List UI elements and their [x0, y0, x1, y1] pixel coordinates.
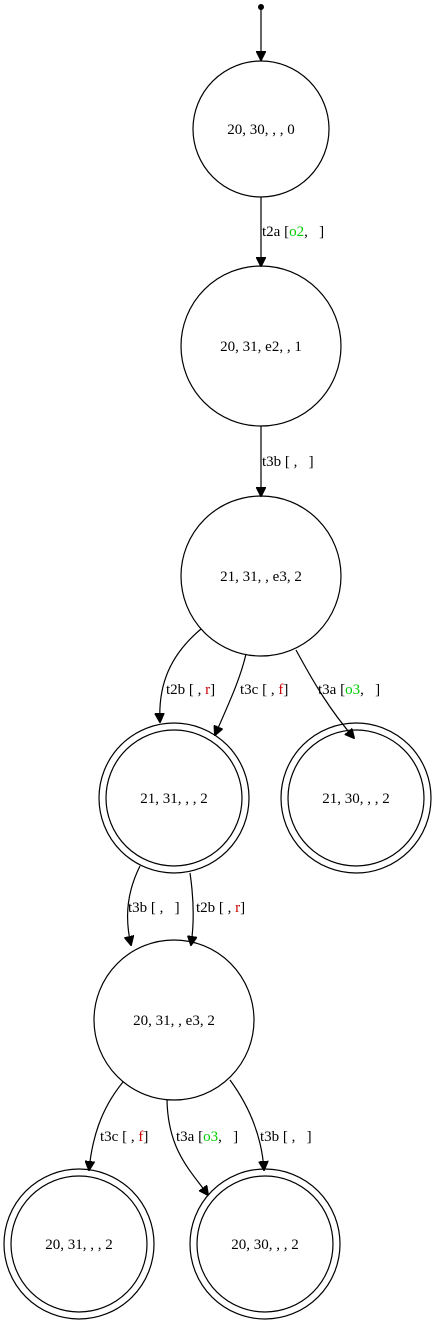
state-node-n4: 21, 30, , , 2	[280, 722, 432, 874]
transition-n0-n1: t2a [o2, ]	[261, 197, 324, 266]
state-label: 20, 31, e2, , 1	[220, 339, 302, 355]
transition-label-part: ]	[283, 682, 288, 698]
start-dot	[258, 4, 264, 10]
transition-label-part: f	[278, 682, 283, 698]
edges-layer: t2a [o2, ]t3b [ , ]t2b [ , r]t3c [ , f]t…	[89, 197, 380, 1195]
state-label: 20, 31, , , 2	[45, 1237, 113, 1253]
transition-label: t3c [ , f]	[240, 682, 288, 698]
state-label: 21, 30, , , 2	[322, 791, 390, 807]
transition-label: t3a [o3, ]	[176, 1129, 238, 1145]
transition-n5-n6: t3c [ , f]	[89, 1081, 148, 1170]
transition-n2-n3: t2b [ , r]	[160, 628, 215, 722]
transition-arrow	[166, 1099, 208, 1195]
transition-label: t2b [ , r]	[166, 682, 215, 698]
state-node-n0: 20, 30, , , 0	[192, 60, 330, 198]
state-node-n5: 20, 31, , e3, 2	[93, 939, 255, 1101]
transition-label-part: t2b [ ,	[196, 900, 235, 916]
transition-n5-n7: t3b [ , ]	[229, 1079, 312, 1170]
transition-label-part: o2	[289, 224, 304, 240]
accepting-inner-circle	[196, 1175, 334, 1313]
transition-n2-n4: t3a [o3, ]	[295, 649, 380, 738]
transition-arrow	[295, 649, 354, 738]
start-layer	[258, 4, 264, 60]
accepting-inner-circle	[10, 1175, 148, 1313]
transition-n5-n7: t3a [o3, ]	[166, 1099, 238, 1195]
state-label: 21, 31, , , 2	[140, 791, 208, 807]
transition-label-part: t3a [	[318, 682, 345, 698]
transition-label-part: t2b [ ,	[166, 682, 205, 698]
state-node-n7: 20, 30, , , 2	[189, 1168, 341, 1320]
transition-label-part: t3b [ , ]	[128, 900, 180, 916]
transition-label-part: t3c [ ,	[100, 1129, 138, 1145]
transition-arrow	[229, 1079, 264, 1170]
state-circle	[280, 722, 432, 874]
transition-n3-n5: t2b [ , r]	[190, 872, 245, 945]
state-circle	[189, 1168, 341, 1320]
state-label: 21, 31, , e3, 2	[220, 569, 302, 585]
transition-label-part: , ]	[304, 224, 324, 240]
transition-label-part: ]	[210, 682, 215, 698]
transition-n1-n2: t3b [ , ]	[261, 426, 314, 496]
state-node-n2: 21, 31, , e3, 2	[180, 495, 342, 657]
transition-label-part: o3	[345, 682, 360, 698]
transition-label-part: ]	[143, 1129, 148, 1145]
state-label: 20, 31, , e3, 2	[133, 1013, 215, 1029]
state-node-n6: 20, 31, , , 2	[3, 1168, 155, 1320]
transition-arrow	[128, 865, 141, 945]
transition-arrow	[160, 628, 202, 722]
state-label: 20, 30, , , 2	[231, 1237, 299, 1253]
transition-label-part: r	[235, 900, 240, 916]
transition-label: t3b [ , ]	[260, 1129, 312, 1145]
transition-label-part: o3	[203, 1129, 218, 1145]
state-circle	[93, 939, 255, 1101]
transition-label: t2a [o2, ]	[262, 224, 324, 240]
state-circle	[180, 265, 342, 427]
transition-n3-n5: t3b [ , ]	[128, 865, 180, 945]
transition-label-part: r	[205, 682, 210, 698]
transition-label: t3b [ , ]	[128, 900, 180, 916]
accepting-inner-circle	[287, 729, 425, 867]
transition-label: t3b [ , ]	[262, 454, 314, 470]
transition-arrow	[190, 872, 193, 945]
accepting-inner-circle	[105, 729, 243, 867]
transition-arrow	[215, 653, 247, 735]
transition-label-part: t2a [	[262, 224, 289, 240]
state-circle	[192, 60, 330, 198]
transition-n2-n3: t3c [ , f]	[215, 653, 288, 735]
transition-label-part: t3c [ ,	[240, 682, 278, 698]
nodes-layer: 20, 30, , , 0 20, 31, e2, , 1 21, 31, , e3…	[3, 60, 432, 1320]
transition-label-part: ]	[240, 900, 245, 916]
transition-arrow	[89, 1081, 124, 1170]
transition-label-part: t3a [	[176, 1129, 203, 1145]
state-node-n3: 21, 31, , , 2	[98, 722, 250, 874]
transition-label-part: t3b [ , ]	[260, 1129, 312, 1145]
transition-label-part: , ]	[360, 682, 380, 698]
transition-label: t3a [o3, ]	[318, 682, 380, 698]
transition-label-part: t3b [ , ]	[262, 454, 314, 470]
transition-label: t3c [ , f]	[100, 1129, 148, 1145]
transition-label-part: f	[138, 1129, 143, 1145]
state-circle	[98, 722, 250, 874]
state-circle	[3, 1168, 155, 1320]
transition-label-part: , ]	[218, 1129, 238, 1145]
state-label: 20, 30, , , 0	[227, 122, 295, 138]
state-circle	[180, 495, 342, 657]
state-node-n1: 20, 31, e2, , 1	[180, 265, 342, 427]
transition-label: t2b [ , r]	[196, 900, 245, 916]
